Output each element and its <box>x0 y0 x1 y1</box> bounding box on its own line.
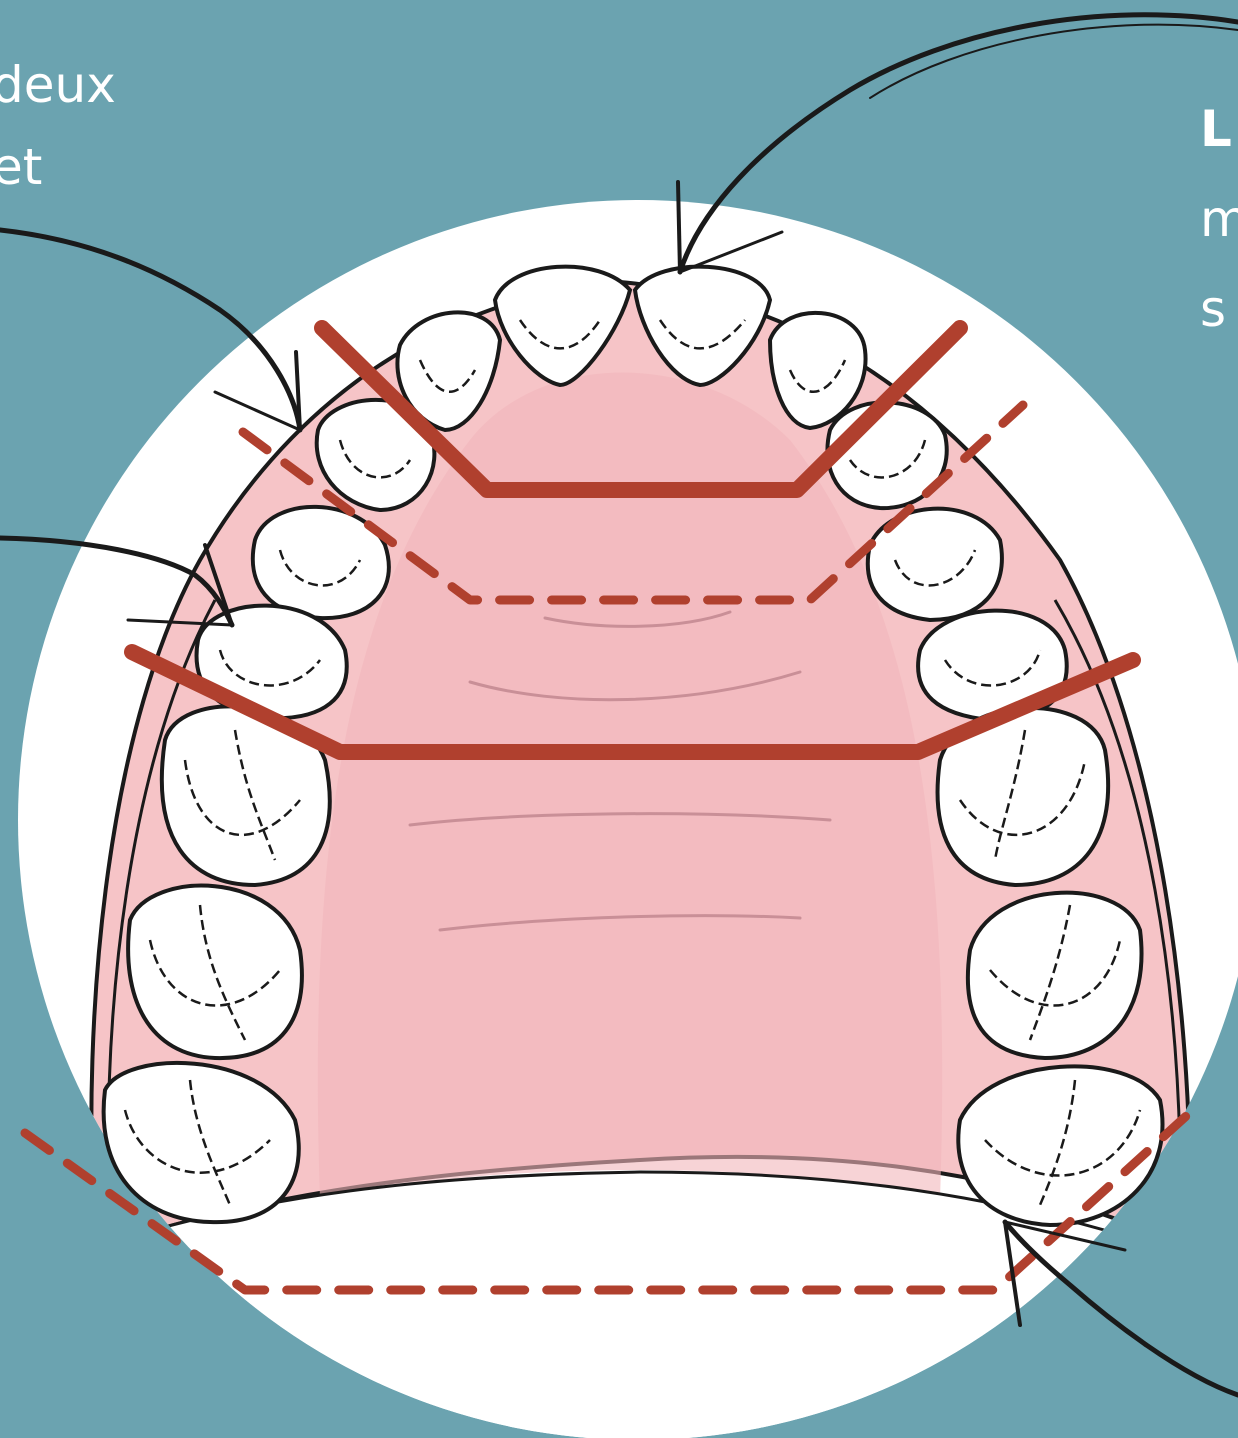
left-annotation-line-2: et <box>0 138 42 196</box>
left-annotation-text: deux et <box>0 44 116 208</box>
right-annotation-text: L m s <box>1200 84 1238 354</box>
right-annotation-line-1: L <box>1200 100 1232 158</box>
right-annotation-line-3: s <box>1200 280 1226 338</box>
right-annotation-line-2: m <box>1200 190 1238 248</box>
left-annotation-line-1: deux <box>0 56 116 114</box>
